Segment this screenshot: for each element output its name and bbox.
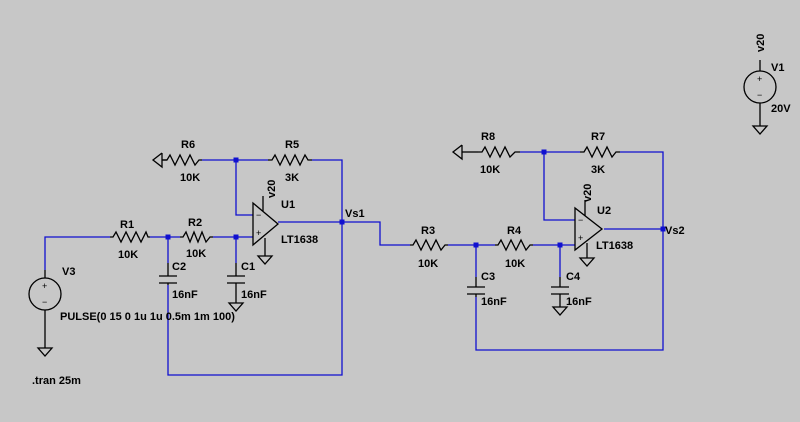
ground-u2-icon bbox=[578, 257, 596, 267]
resistor-r3-value: 10K bbox=[418, 258, 438, 270]
wires bbox=[44, 151, 664, 376]
spice-directive[interactable]: .tran 25m bbox=[32, 375, 81, 387]
resistor-r2[interactable]: R2 10K bbox=[180, 217, 213, 260]
capacitor-c3-name: C3 bbox=[481, 271, 495, 283]
capacitor-c4[interactable]: C4 16nF bbox=[551, 271, 592, 308]
opamp-u2[interactable]: − + U2 LT1638 v20 bbox=[574, 184, 633, 258]
net-label-vs2: Vs2 bbox=[665, 225, 685, 237]
ground-v3-icon bbox=[36, 347, 54, 357]
voltage-source-v1-value: 20V bbox=[771, 103, 791, 115]
capacitor-c3[interactable]: C3 16nF bbox=[467, 271, 507, 308]
resistor-r6-name: R6 bbox=[181, 139, 195, 151]
capacitor-c3-value: 16nF bbox=[481, 296, 507, 308]
ground-c4-icon bbox=[551, 306, 569, 316]
resistor-r8[interactable]: R8 10K bbox=[478, 131, 520, 176]
resistor-body bbox=[495, 238, 533, 252]
source-minus-sign: − bbox=[42, 297, 47, 307]
resistor-r8-value: 10K bbox=[480, 164, 500, 176]
resistor-body bbox=[410, 238, 448, 252]
wire-r5-vs1 bbox=[312, 159, 343, 222]
opamp-minus-sign: − bbox=[578, 215, 583, 225]
resistor-r1-value: 10K bbox=[118, 249, 138, 261]
voltage-source-v1-name: V1 bbox=[771, 62, 784, 74]
resistor-r6[interactable]: R6 10K bbox=[162, 139, 202, 184]
resistor-r4[interactable]: R4 10K bbox=[495, 225, 533, 270]
ground-c1-icon bbox=[227, 302, 245, 312]
resistor-r7-value: 3K bbox=[591, 164, 605, 176]
junction-dot bbox=[473, 242, 479, 248]
ground-r8-icon bbox=[451, 144, 463, 161]
wire-u1-out bbox=[278, 221, 410, 246]
opamp-plus-sign: + bbox=[578, 233, 583, 243]
resistor-body bbox=[478, 145, 520, 159]
resistor-r1[interactable]: R1 10K bbox=[110, 219, 150, 261]
resistor-body bbox=[580, 145, 620, 159]
voltage-source-v1[interactable]: + − V1 20V v20 bbox=[743, 34, 791, 126]
resistor-r5-name: R5 bbox=[285, 139, 299, 151]
capacitor-c2[interactable]: C2 16nF bbox=[159, 261, 198, 301]
opamp-u2-supply-label: v20 bbox=[582, 184, 594, 202]
opamp-minus-sign: − bbox=[256, 210, 261, 220]
opamp-u2-name: U2 bbox=[597, 205, 611, 217]
ground-r6-icon bbox=[151, 152, 163, 169]
junction-dot bbox=[541, 149, 547, 155]
source-plus-sign: + bbox=[42, 281, 47, 291]
resistor-r3[interactable]: R3 10K bbox=[410, 225, 448, 270]
resistor-r8-name: R8 bbox=[481, 131, 495, 143]
junction-dot bbox=[233, 234, 239, 240]
resistor-r7[interactable]: R7 3K bbox=[580, 131, 620, 176]
resistor-body bbox=[110, 230, 150, 244]
capacitor-c4-value: 16nF bbox=[566, 296, 592, 308]
wire-u2-inv bbox=[543, 152, 575, 221]
resistor-r6-value: 10K bbox=[180, 172, 200, 184]
resistor-body bbox=[180, 230, 213, 244]
junction-dot bbox=[557, 242, 563, 248]
wire-c2-feedback bbox=[167, 222, 343, 376]
capacitor-c1-value: 16nF bbox=[241, 289, 267, 301]
voltage-source-v1-net-label: v20 bbox=[755, 34, 767, 52]
capacitor-c1-name: C1 bbox=[241, 261, 255, 273]
resistor-r5[interactable]: R5 3K bbox=[268, 139, 312, 184]
opamp-u1[interactable]: − + U1 LT1638 v20 bbox=[252, 180, 318, 256]
ground-u1-icon bbox=[256, 255, 274, 265]
capacitor-c1[interactable]: C1 16nF bbox=[227, 261, 267, 303]
resistor-r4-name: R4 bbox=[507, 225, 522, 237]
wire-c3-feedback bbox=[475, 229, 664, 351]
source-plus-sign: + bbox=[757, 74, 762, 84]
junctions bbox=[165, 149, 666, 248]
resistor-r7-name: R7 bbox=[591, 131, 605, 143]
junction-dot bbox=[233, 157, 239, 163]
capacitor-c2-value: 16nF bbox=[172, 289, 198, 301]
opamp-u1-model: LT1638 bbox=[281, 234, 318, 246]
resistor-r3-name: R3 bbox=[421, 225, 435, 237]
wire-r7-vs2 bbox=[620, 151, 664, 229]
opamp-body bbox=[252, 201, 280, 247]
voltage-source-v3-name: V3 bbox=[62, 266, 75, 278]
net-label-vs1: Vs1 bbox=[345, 208, 365, 220]
resistor-body bbox=[162, 153, 202, 167]
opamp-u2-model: LT1638 bbox=[596, 240, 633, 252]
resistor-r2-value: 10K bbox=[186, 248, 206, 260]
junction-dot bbox=[339, 219, 345, 225]
source-minus-sign: − bbox=[757, 90, 762, 100]
voltage-source-v3-value: PULSE(0 15 0 1u 1u 0.5m 1m 100) bbox=[60, 311, 235, 323]
resistor-r2-name: R2 bbox=[188, 217, 202, 229]
opamp-u1-name: U1 bbox=[281, 199, 295, 211]
opamp-plus-sign: + bbox=[256, 228, 261, 238]
opamp-body bbox=[574, 206, 604, 252]
capacitor-c2-name: C2 bbox=[172, 261, 186, 273]
junction-dot bbox=[660, 226, 666, 232]
resistor-r4-value: 10K bbox=[505, 258, 525, 270]
resistor-r1-name: R1 bbox=[120, 219, 134, 231]
resistor-body bbox=[268, 153, 312, 167]
voltage-source-v3[interactable]: + − V3 PULSE(0 15 0 1u 1u 0.5m 1m 100) bbox=[28, 266, 235, 348]
wire-v3-r1 bbox=[44, 236, 110, 270]
opamp-u1-supply-label: v20 bbox=[266, 180, 278, 198]
wire-u1-inv bbox=[235, 160, 253, 216]
resistor-r5-value: 3K bbox=[285, 172, 299, 184]
ground-v1-icon bbox=[751, 125, 769, 135]
junction-dot bbox=[165, 234, 171, 240]
capacitor-c4-name: C4 bbox=[566, 271, 581, 283]
